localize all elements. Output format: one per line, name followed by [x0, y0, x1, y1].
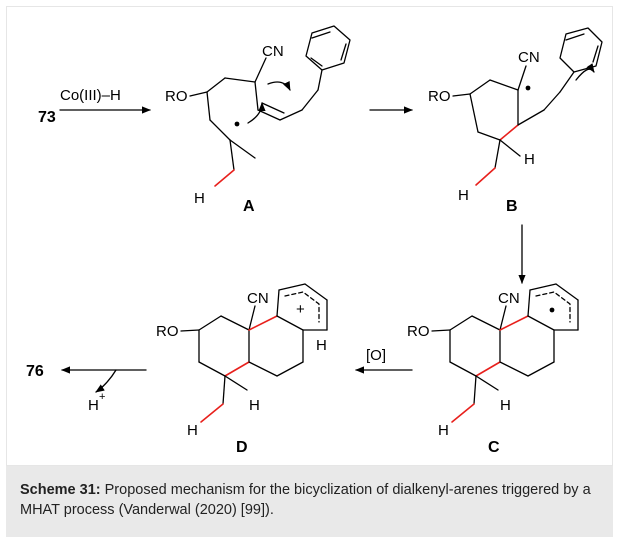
- intermediate-D-structure: RO CN + H H H: [156, 283, 328, 439]
- compound-76-label: 76: [26, 363, 44, 380]
- reagent-oxidant: [O]: [366, 347, 386, 364]
- group-cn: CN: [498, 290, 520, 307]
- group-ro: RO: [428, 88, 451, 105]
- label-D: D: [236, 439, 248, 456]
- group-ro: RO: [165, 88, 188, 105]
- scheme-figure: [6, 6, 613, 466]
- atom-h: H: [500, 397, 511, 414]
- atom-h: H: [187, 422, 198, 439]
- cation-plus: +: [296, 301, 305, 318]
- atom-h: H: [194, 190, 205, 207]
- compound-73-label: 73: [38, 109, 56, 126]
- reagent-coh: Co(III)–H: [60, 87, 121, 104]
- caption-label: Scheme 31:: [20, 482, 101, 498]
- atom-h: H: [438, 422, 449, 439]
- atom-h: H: [316, 337, 327, 354]
- group-cn: CN: [518, 49, 540, 66]
- group-cn: CN: [247, 290, 269, 307]
- intermediate-A-structure: RO H CN: [165, 25, 351, 207]
- radical-dot: [525, 85, 531, 91]
- group-ro: RO: [407, 323, 430, 340]
- radical-dot: [234, 121, 240, 127]
- proton-h: H: [88, 397, 99, 414]
- caption-text: Proposed mechanism for the bicyclization…: [20, 482, 591, 518]
- group-ro: RO: [156, 323, 179, 340]
- figure-caption: Scheme 31: Proposed mechanism for the bi…: [6, 466, 613, 537]
- atom-h: H: [458, 187, 469, 204]
- label-B: B: [506, 198, 518, 215]
- label-C: C: [488, 439, 500, 456]
- curved-arrow-proton: [95, 369, 117, 393]
- group-cn: CN: [262, 43, 284, 60]
- label-A: A: [243, 198, 255, 215]
- atom-h: H: [524, 151, 535, 168]
- atom-h: H: [249, 397, 260, 414]
- curved-arrow: [247, 102, 266, 124]
- radical-dot: [549, 307, 555, 313]
- intermediate-C-structure: RO CN H H: [407, 283, 579, 439]
- intermediate-B-structure: RO CN H H: [428, 27, 603, 204]
- proton-charge: +: [99, 391, 105, 403]
